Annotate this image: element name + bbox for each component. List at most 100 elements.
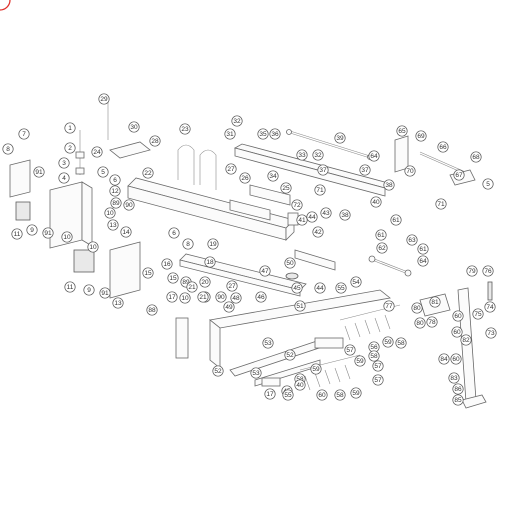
callout-28: 28 (149, 135, 161, 147)
callout-62: 62 (376, 242, 388, 254)
callout-39: 39 (334, 132, 346, 144)
callout-circle (383, 300, 395, 312)
callout-label: 9 (87, 287, 91, 294)
callout-label: 39 (336, 135, 344, 142)
callout-84: 84 (438, 353, 450, 365)
callout-label: 75 (474, 311, 482, 318)
callout-21: 21 (197, 291, 209, 303)
callout-52: 52 (212, 365, 224, 377)
callout-82: 82 (460, 334, 472, 346)
callout-circle (109, 185, 121, 197)
callout-circle (450, 353, 462, 365)
callout-circle (230, 292, 242, 304)
callout-label: 58 (370, 353, 378, 360)
callout-circle (215, 291, 227, 303)
callout-label: 44 (308, 214, 316, 221)
callout-label: 51 (296, 303, 304, 310)
callout-label: 53 (264, 340, 272, 347)
callout-42: 42 (312, 226, 324, 238)
callout-circle (197, 291, 209, 303)
callout-label: 43 (322, 210, 330, 217)
callout-86: 86 (452, 383, 464, 395)
callout-11: 11 (11, 228, 23, 240)
callout-circle (376, 242, 388, 254)
callout-label: 18 (206, 259, 214, 266)
callout-label: 23 (181, 126, 189, 133)
callout-label: 20 (201, 279, 209, 286)
callout-label: 40 (372, 199, 380, 206)
callout-circle (396, 125, 408, 137)
callout-circle (350, 276, 362, 288)
callout-44: 44 (314, 282, 326, 294)
callout-label: 66 (439, 144, 447, 151)
callout-label: 74 (486, 304, 494, 311)
callout-8: 8 (182, 238, 194, 250)
callout-circle (383, 179, 395, 191)
callout-label: 86 (454, 386, 462, 393)
callout-label: 50 (286, 260, 294, 267)
callout-circle (354, 355, 366, 367)
callout-circle (382, 336, 394, 348)
callout-circle (291, 282, 303, 294)
callout-91: 91 (99, 287, 111, 299)
callout-label: 60 (453, 329, 461, 336)
callout-52: 52 (284, 349, 296, 361)
callout-71: 71 (314, 184, 326, 196)
callout-60: 60 (451, 326, 463, 338)
callout-label: 60 (452, 356, 460, 363)
callout-label: 80 (413, 305, 421, 312)
callout-label: 73 (487, 330, 495, 337)
callout-label: 63 (408, 237, 416, 244)
callout-label: 61 (392, 217, 400, 224)
callout-17: 17 (166, 291, 178, 303)
callout-label: 6 (113, 177, 117, 184)
callout-circle (466, 265, 478, 277)
callout-label: 52 (214, 368, 222, 375)
callout-61: 61 (417, 243, 429, 255)
callout-70: 70 (404, 165, 416, 177)
callout-label: 21 (188, 284, 196, 291)
callout-26: 26 (239, 172, 251, 184)
callout-circle (64, 281, 76, 293)
callout-circle (91, 146, 103, 158)
callout-6: 6 (109, 174, 121, 186)
callout-circle (485, 327, 497, 339)
callout-label: 3 (62, 160, 66, 167)
callout-label: 81 (431, 299, 439, 306)
callout-57: 57 (372, 360, 384, 372)
callout-label: 59 (312, 366, 320, 373)
callout-circle (120, 226, 132, 238)
callout-circle (128, 121, 140, 133)
callout-circle (359, 164, 371, 176)
right-rod-assembly (368, 135, 476, 277)
center-parts (229, 184, 336, 280)
callout-59: 59 (310, 363, 322, 375)
callout-circle (452, 310, 464, 322)
callout-circle (306, 211, 318, 223)
callout-circle (482, 265, 494, 277)
callout-53: 53 (262, 337, 274, 349)
callout-label: 55 (284, 392, 292, 399)
callout-label: 9 (30, 227, 34, 234)
left-bracket-assembly (9, 102, 151, 299)
callout-circle (212, 365, 224, 377)
callout-81: 81 (429, 296, 441, 308)
callout-80: 80 (411, 302, 423, 314)
callout-circle (149, 135, 161, 147)
callout-label: 83 (450, 375, 458, 382)
callout-20: 20 (199, 276, 211, 288)
callout-32: 32 (231, 115, 243, 127)
callout-label: 8 (186, 241, 190, 248)
callout-90: 90 (215, 291, 227, 303)
callout-circle (316, 389, 328, 401)
callout-40: 40 (370, 196, 382, 208)
callout-label: 60 (318, 392, 326, 399)
callout-label: 57 (374, 363, 382, 370)
callout-label: 31 (226, 131, 234, 138)
callout-77: 77 (383, 300, 395, 312)
callout-circle (87, 241, 99, 253)
callout-label: 10 (63, 234, 71, 241)
callout-circle (146, 304, 158, 316)
callout-circle (182, 238, 194, 250)
